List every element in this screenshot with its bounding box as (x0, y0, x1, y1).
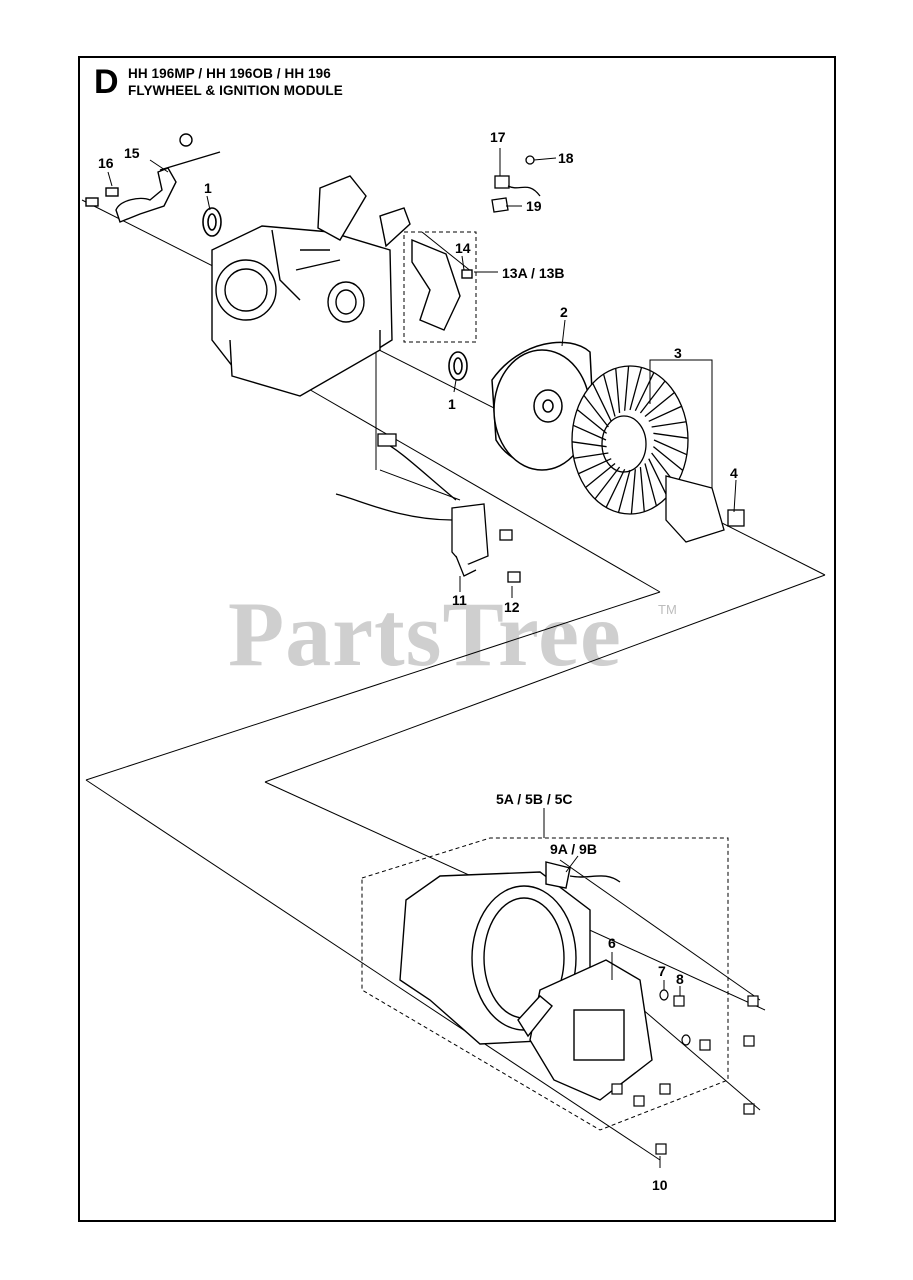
bracket-group-box (403, 231, 477, 343)
flywheel (491, 341, 595, 471)
callout-7: 7 (658, 963, 666, 979)
fan-fin (592, 383, 612, 422)
callout-2: 2 (560, 304, 568, 320)
cooling-fan (571, 365, 745, 543)
callout-9: 9A / 9B (550, 841, 597, 857)
callout-13: 13A / 13B (502, 265, 565, 281)
section-letter: D (94, 63, 119, 101)
callout-18: 18 (558, 150, 574, 166)
callout-1b: 1 (448, 396, 456, 412)
fan-fin (615, 368, 621, 414)
callout-6: 6 (608, 935, 616, 951)
fan-fin (639, 380, 666, 414)
fan-fin (571, 441, 607, 448)
fan-fin (585, 462, 616, 489)
callout-3: 3 (674, 345, 682, 361)
ignition-coil (335, 433, 521, 583)
callout-15: 15 (124, 145, 140, 161)
watermark-trademark: TM (658, 602, 677, 617)
callout-11: 11 (452, 592, 467, 608)
fan-fin (630, 469, 636, 515)
fan-fin (639, 466, 645, 512)
callout-19: 19 (526, 198, 542, 214)
callout-1a: 1 (204, 180, 212, 196)
callout-leaders (107, 148, 737, 1168)
callout-14: 14 (455, 240, 471, 256)
fan-fin (605, 468, 626, 508)
fan-fin (602, 373, 616, 417)
fan-cover-group-box (361, 837, 729, 1131)
fan-fin (572, 424, 607, 441)
fan-fin (617, 469, 631, 513)
recoil-starter (517, 959, 653, 1101)
callout-17: 17 (490, 129, 506, 145)
fan-fin (594, 466, 621, 500)
breather-hose (85, 133, 221, 223)
fan-fin (644, 391, 675, 418)
fan-fin (573, 452, 609, 459)
fan-fin (648, 405, 682, 422)
fan-fin (653, 432, 689, 439)
fan-fin (644, 463, 658, 507)
fan-fin (653, 439, 688, 456)
fan-fin (576, 409, 608, 434)
callout-16: 16 (98, 155, 114, 171)
seals (202, 207, 468, 381)
fan-fin (583, 394, 609, 428)
diagram-frame (78, 56, 836, 1222)
fan-fin (634, 372, 655, 412)
engine-block (211, 175, 411, 397)
fan-fin (629, 367, 643, 411)
fan-fin (651, 421, 687, 428)
switch-assembly (491, 155, 541, 213)
fan-fin (624, 365, 630, 411)
callout-labels: 1 1 2 3 4 5A / 5B / 5C 6 7 8 9A / 9B 10 … (98, 129, 738, 1193)
watermark: PartsTree (228, 583, 622, 685)
fan-fin (648, 458, 668, 497)
group-boxes (361, 231, 729, 1131)
fan-fin (578, 458, 612, 475)
assembly-title: FLYWHEEL & IGNITION MODULE (128, 83, 343, 98)
hardware-bolts (611, 989, 759, 1155)
callout-12: 12 (504, 599, 520, 615)
model-title: HH 196MP / HH 196OB / HH 196 (128, 66, 331, 81)
bracket (411, 238, 473, 331)
callout-8: 8 (676, 971, 684, 987)
callout-4: 4 (730, 465, 738, 481)
callout-10: 10 (652, 1177, 668, 1193)
callout-5: 5A / 5B / 5C (496, 791, 573, 807)
fan-fin (652, 446, 684, 471)
